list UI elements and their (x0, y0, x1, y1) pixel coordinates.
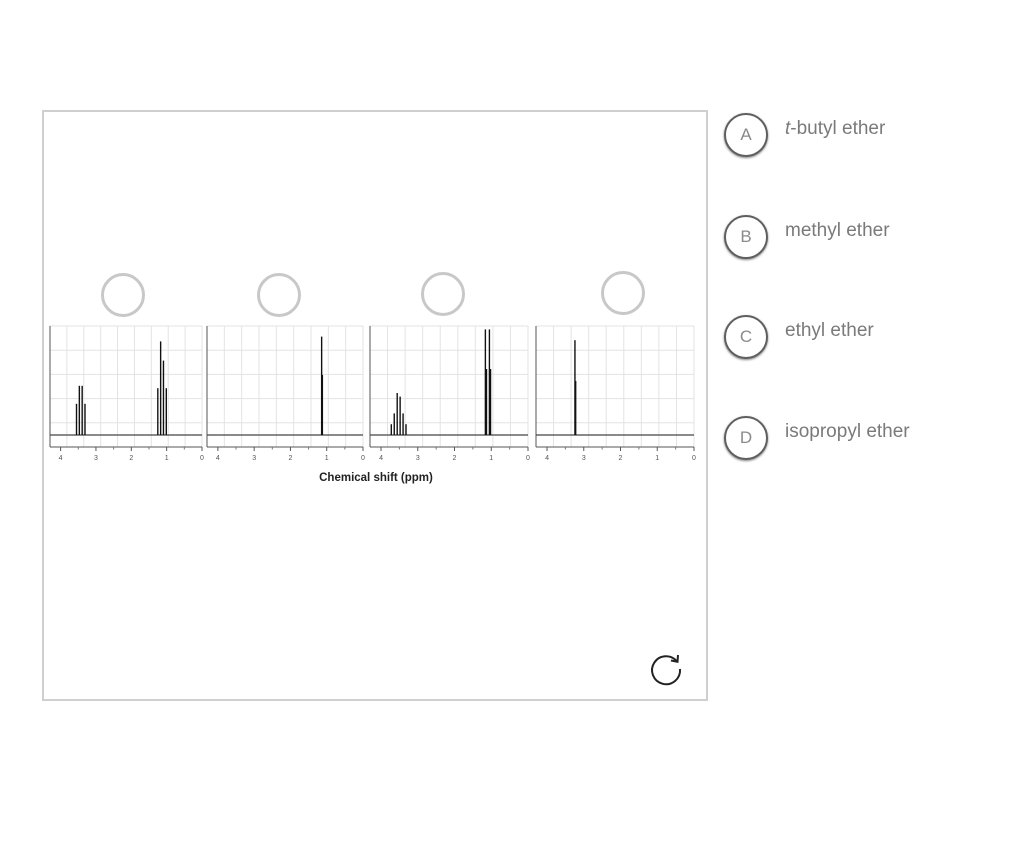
x-tick-label: 0 (200, 455, 204, 462)
option-c[interactable]: C ethyl ether (724, 312, 1014, 362)
x-tick-label: 2 (453, 455, 457, 462)
x-tick-label: 1 (165, 455, 169, 462)
option-a-label: t-butyl ether (785, 118, 886, 139)
x-tick-label: 3 (94, 455, 98, 462)
x-tick-label: 0 (361, 455, 365, 462)
x-tick-label: 0 (526, 455, 530, 462)
x-tick-label: 3 (416, 455, 420, 462)
x-tick-label: 2 (619, 455, 623, 462)
drop-target-4[interactable] (601, 271, 645, 315)
x-tick-label: 4 (59, 455, 63, 462)
option-b-label: methyl ether (785, 220, 890, 241)
option-c-label: ethyl ether (785, 320, 874, 341)
drop-target-1[interactable] (101, 273, 145, 317)
spectrum-panel-2: 4 3 2 1 0 (206, 325, 365, 462)
x-tick-label: 2 (288, 455, 292, 462)
option-b-badge: B (724, 215, 768, 259)
x-tick-label: 4 (545, 455, 549, 462)
spectra-board: 4 3 2 1 0 4 3 2 1 0 4 3 2 1 0 4 3 2 1 0 Chemical shift (ppm… (42, 110, 708, 701)
x-axis-label: Chemical shift (ppm) (319, 472, 433, 484)
x-tick-label: 1 (325, 455, 329, 462)
option-d-label: isopropyl ether (785, 421, 910, 442)
option-b[interactable]: B methyl ether (724, 212, 1014, 262)
x-tick-label: 1 (655, 455, 659, 462)
x-tick-label: 0 (692, 455, 696, 462)
x-tick-label: 1 (489, 455, 493, 462)
option-d[interactable]: D isopropyl ether (724, 413, 1014, 463)
reset-button[interactable] (647, 649, 685, 687)
spectrum-panel-3: 4 3 2 1 0 (369, 325, 530, 462)
x-tick-label: 4 (216, 455, 220, 462)
option-a[interactable]: A t-butyl ether (724, 110, 1014, 160)
option-d-badge: D (724, 416, 768, 460)
nmr-spectra-chart: 4 3 2 1 0 4 3 2 1 0 4 3 2 1 0 4 3 2 1 0 Chemical shift (ppm… (49, 325, 696, 484)
x-tick-label: 4 (379, 455, 383, 462)
spectrum-panel-4: 4 3 2 1 0 (535, 325, 696, 462)
option-a-badge: A (724, 113, 768, 157)
spectrum-panel-1: 4 3 2 1 0 (49, 325, 204, 462)
x-tick-label: 3 (252, 455, 256, 462)
option-c-badge: C (724, 315, 768, 359)
x-tick-label: 3 (582, 455, 586, 462)
drop-target-3[interactable] (421, 272, 465, 316)
reset-icon (651, 654, 682, 686)
drop-target-2[interactable] (257, 273, 301, 317)
x-tick-label: 2 (129, 455, 133, 462)
